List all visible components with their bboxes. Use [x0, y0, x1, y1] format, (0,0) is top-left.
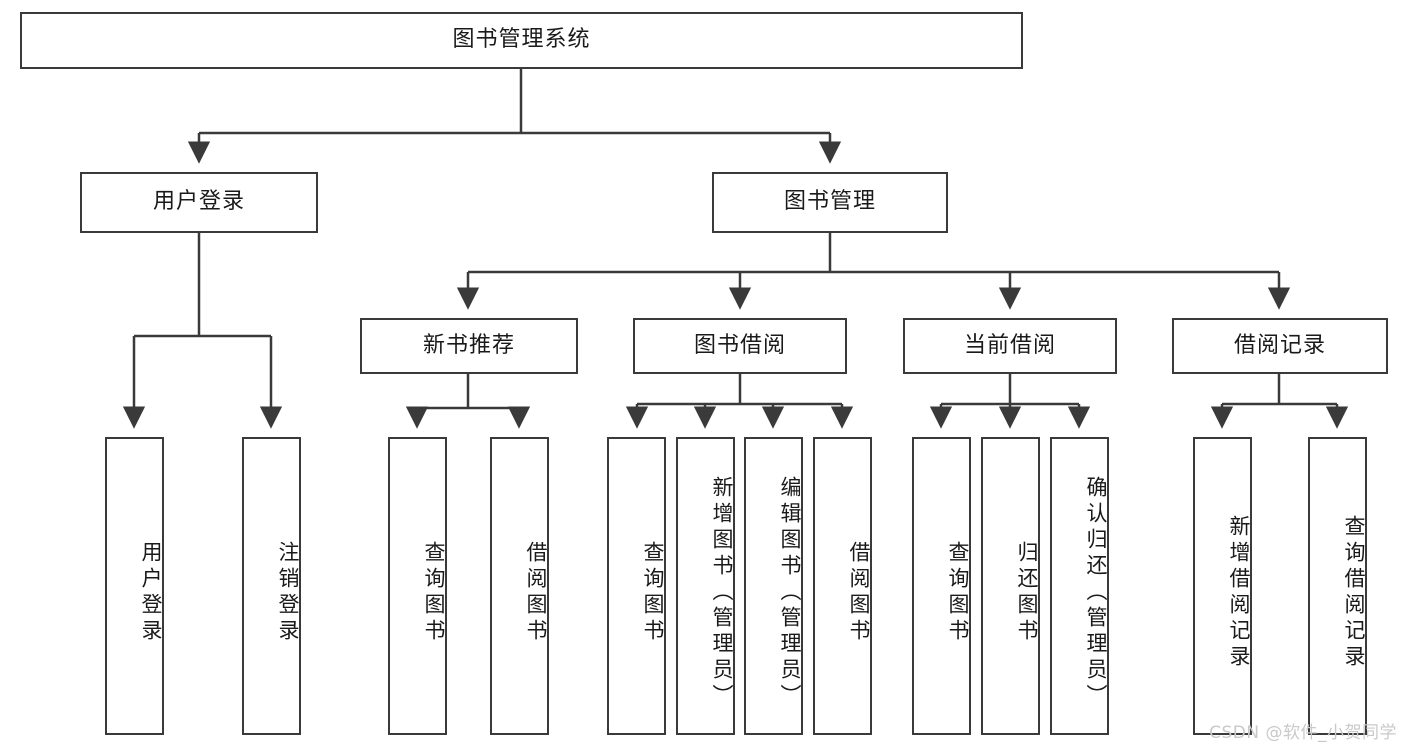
node-book-management-label: 图书管理: [783, 189, 876, 215]
leaf-user-login[interactable]: 用户登录: [105, 437, 164, 735]
node-borrowing-records-label: 借阅记录: [1233, 332, 1326, 358]
node-borrowing-records[interactable]: 借阅记录: [1172, 318, 1388, 374]
leaf-logout-label: 注销登录: [276, 541, 300, 645]
leaf-user-login-label: 用户登录: [139, 541, 163, 645]
node-book-borrowing[interactable]: 图书借阅: [633, 318, 847, 374]
node-current-borrowing-label: 当前借阅: [963, 332, 1056, 358]
node-root-book-management-system[interactable]: 图书管理系统: [20, 12, 1023, 69]
leaf-return-book[interactable]: 归还图书: [981, 437, 1040, 735]
node-user-login-label: 用户登录: [152, 189, 245, 215]
leaf-add-borrow-record[interactable]: 新增借阅记录: [1193, 437, 1252, 735]
node-user-login[interactable]: 用户登录: [80, 172, 318, 233]
leaf-add-book-admin-label: 新增图书（管理员）: [710, 476, 734, 710]
leaf-query-book-current-label: 查询图书: [946, 541, 970, 645]
node-current-borrowing[interactable]: 当前借阅: [903, 318, 1117, 374]
leaf-query-borrow-record[interactable]: 查询借阅记录: [1308, 437, 1367, 735]
leaf-add-book-admin[interactable]: 新增图书（管理员）: [676, 437, 735, 735]
node-new-book-recommendation[interactable]: 新书推荐: [360, 318, 578, 374]
leaf-query-book-borrow[interactable]: 查询图书: [607, 437, 666, 735]
node-book-management[interactable]: 图书管理: [712, 172, 948, 233]
leaf-edit-book-admin[interactable]: 编辑图书（管理员）: [744, 437, 803, 735]
leaf-confirm-return-admin[interactable]: 确认归还（管理员）: [1050, 437, 1109, 735]
node-new-book-recommendation-label: 新书推荐: [422, 332, 515, 358]
leaf-borrow-book-borrow[interactable]: 借阅图书: [813, 437, 872, 735]
node-book-borrowing-label: 图书借阅: [693, 332, 786, 358]
leaf-borrow-book-borrow-label: 借阅图书: [847, 541, 871, 645]
leaf-query-borrow-record-label: 查询借阅记录: [1342, 515, 1366, 671]
leaf-query-book-new[interactable]: 查询图书: [388, 437, 447, 735]
leaf-confirm-return-admin-label: 确认归还（管理员）: [1084, 476, 1108, 710]
leaf-borrow-book-new-label: 借阅图书: [524, 541, 548, 645]
leaf-edit-book-admin-label: 编辑图书（管理员）: [778, 476, 802, 710]
leaf-logout[interactable]: 注销登录: [242, 437, 301, 735]
leaf-borrow-book-new[interactable]: 借阅图书: [490, 437, 549, 735]
leaf-query-book-new-label: 查询图书: [422, 541, 446, 645]
csdn-watermark: CSDN @软件_小贺同学: [1209, 723, 1397, 743]
leaf-add-borrow-record-label: 新增借阅记录: [1227, 515, 1251, 671]
leaf-query-book-current[interactable]: 查询图书: [912, 437, 971, 735]
leaf-return-book-label: 归还图书: [1015, 541, 1039, 645]
leaf-query-book-borrow-label: 查询图书: [641, 541, 665, 645]
node-root-label: 图书管理系统: [452, 27, 591, 53]
